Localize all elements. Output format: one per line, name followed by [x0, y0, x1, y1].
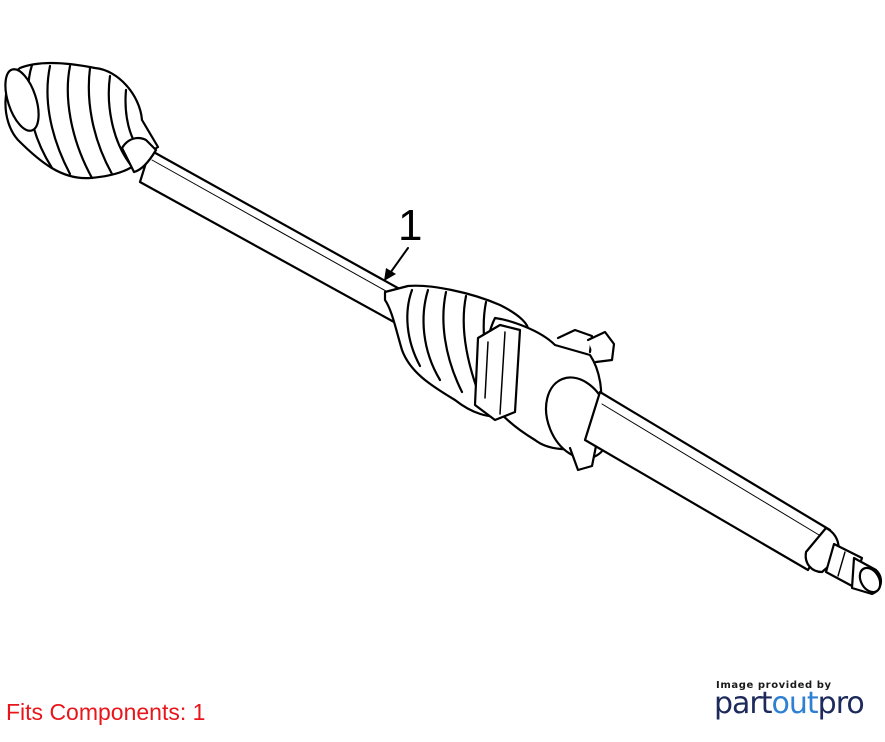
logo-part: part: [714, 686, 773, 721]
logo-pro: pro: [817, 686, 865, 721]
logo-out: out: [771, 686, 819, 721]
outer-cv-boot: [4, 61, 160, 180]
part-callout-1: 1: [398, 201, 423, 250]
stub-shaft: [583, 390, 882, 596]
axle-shaft: [138, 148, 407, 324]
fits-components-label: Fits Components: 1: [6, 699, 206, 725]
partoutpro-logo: partoutpro: [714, 686, 865, 722]
callout-arrow: [384, 247, 409, 281]
image-credit-text: Image provided by: [716, 680, 832, 691]
